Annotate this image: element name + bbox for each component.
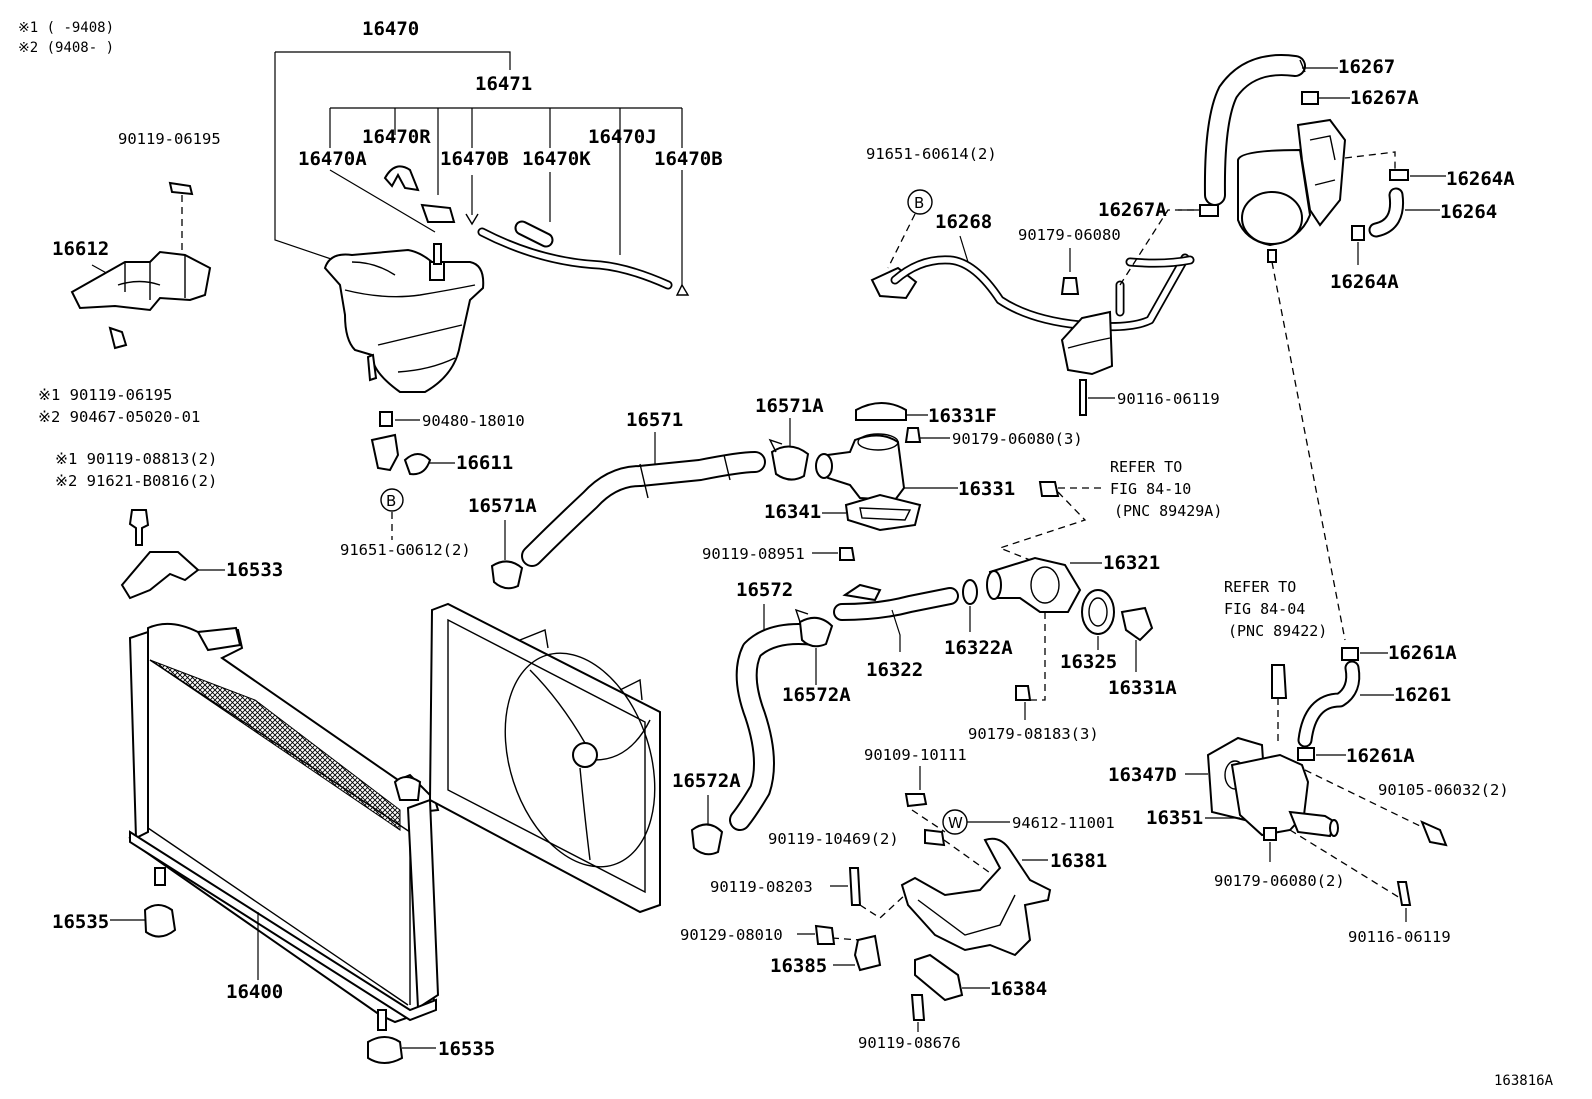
label-16470A[interactable]: 16470A — [298, 148, 367, 170]
label-16381[interactable]: 16381 — [1050, 850, 1107, 872]
label-16325[interactable]: 16325 — [1060, 651, 1117, 673]
note-version-2: ※2 (9408- ) — [18, 40, 114, 56]
label-16535-1[interactable]: 16535 — [52, 911, 109, 933]
label-90179-06080-2[interactable]: 90179-06080(2) — [1214, 872, 1345, 890]
symbol-b-upper: B — [914, 194, 924, 212]
ref-fig-84-10-line2: FIG 84-10 — [1110, 480, 1191, 498]
fan-shroud — [428, 602, 661, 914]
note-version-1: ※1 ( -9408) — [18, 20, 114, 36]
label-16264A-1[interactable]: 16264A — [1446, 168, 1515, 190]
label-90109-10111[interactable]: 90109-10111 — [864, 746, 967, 764]
label-16267A-1[interactable]: 16267A — [1350, 87, 1419, 109]
label-16400[interactable]: 16400 — [226, 981, 283, 1003]
reservoir-support-group: 90480-18010 16611 B 91651-G0612(2) — [340, 411, 525, 559]
label-16470B-1[interactable]: 16470B — [440, 148, 509, 170]
label-16267A-2[interactable]: 16267A — [1098, 199, 1167, 221]
label-90467-05020-01[interactable]: ※2 90467-05020-01 — [38, 408, 200, 426]
label-16268[interactable]: 16268 — [935, 211, 992, 233]
water-inlet-group: 90119-08951 16321 16322A 16322 16325 163… — [702, 545, 1177, 743]
ref-fig-84-10-line1: REFER TO — [1110, 458, 1182, 476]
ref-fig-84-04-line1: REFER TO — [1224, 578, 1296, 596]
label-16385[interactable]: 16385 — [770, 955, 827, 977]
label-16322A[interactable]: 16322A — [944, 637, 1013, 659]
label-90179-08183[interactable]: 90179-08183(3) — [968, 725, 1099, 743]
label-91651-G0612[interactable]: 91651-G0612(2) — [340, 541, 471, 559]
bypass-pipe-group: 91651-60614(2) B 16268 90179-06080 90116… — [866, 145, 1220, 416]
support-bracket-group: 90109-10111 W 94612-11001 90119-10469(2)… — [680, 746, 1115, 1052]
label-16261A-2[interactable]: 16261A — [1346, 745, 1415, 767]
label-16347D[interactable]: 16347D — [1108, 764, 1177, 786]
label-16612[interactable]: 16612 — [52, 238, 109, 260]
label-16471[interactable]: 16471 — [475, 73, 532, 95]
label-90116-06119-a[interactable]: 90116-06119 — [1117, 390, 1220, 408]
reservoir-tank-group: 16470 16471 16470R 16470J 16470A 16470B … — [274, 18, 723, 393]
label-91651-60614[interactable]: 91651-60614(2) — [866, 145, 997, 163]
ref-fig-84-04-line2: FIG 84-04 — [1224, 600, 1305, 618]
label-16264A-2[interactable]: 16264A — [1330, 271, 1399, 293]
label-16470[interactable]: 16470 — [362, 18, 419, 40]
label-90119-08203[interactable]: 90119-08203 — [710, 878, 813, 896]
label-16267[interactable]: 16267 — [1338, 56, 1395, 78]
label-16384[interactable]: 16384 — [990, 978, 1047, 1000]
label-16533[interactable]: 16533 — [226, 559, 283, 581]
water-outlet-group: 16331F 90179-06080(3) 16331 16341 REFER … — [764, 402, 1222, 561]
water-bypass-group: REFER TO FIG 84-04 (PNC 89422) 16261A 16… — [1108, 578, 1509, 946]
label-16572[interactable]: 16572 — [736, 579, 793, 601]
label-16611[interactable]: 16611 — [456, 452, 513, 474]
label-16331F[interactable]: 16331F — [928, 405, 997, 427]
lower-radiator-hose-group: 16572 16572A 16572A — [672, 579, 851, 856]
reservoir-bracket-group: 90119-06195 16612 ※1 90119-06195 ※2 9046… — [38, 130, 283, 600]
label-90119-08813[interactable]: ※1 90119-08813(2) — [55, 450, 217, 468]
label-16331A[interactable]: 16331A — [1108, 677, 1177, 699]
label-90179-06080-3[interactable]: 90179-06080(3) — [952, 430, 1083, 448]
symbol-b-lower: B — [386, 492, 396, 510]
label-16341[interactable]: 16341 — [764, 501, 821, 523]
label-16470R[interactable]: 16470R — [362, 126, 431, 148]
label-90119-08676[interactable]: 90119-08676 — [858, 1034, 961, 1052]
label-16261[interactable]: 16261 — [1394, 684, 1451, 706]
label-16535-2[interactable]: 16535 — [438, 1038, 495, 1060]
label-90119-06195-top[interactable]: 90119-06195 — [118, 130, 221, 148]
label-16470J[interactable]: 16470J — [588, 126, 657, 148]
label-16261A-1[interactable]: 16261A — [1388, 642, 1457, 664]
label-90119-06195-n1[interactable]: ※1 90119-06195 — [38, 386, 172, 404]
symbol-w: W — [948, 814, 963, 832]
ref-fig-84-10-line3: (PNC 89429A) — [1114, 502, 1222, 520]
label-16470K[interactable]: 16470K — [522, 148, 591, 170]
label-16571[interactable]: 16571 — [626, 409, 683, 431]
label-16321[interactable]: 16321 — [1103, 552, 1160, 574]
label-16572A-1[interactable]: 16572A — [782, 684, 851, 706]
label-94612-11001[interactable]: 94612-11001 — [1012, 814, 1115, 832]
label-90179-06080-a[interactable]: 90179-06080 — [1018, 226, 1121, 244]
radiator-group: 16400 16535 16535 — [52, 622, 495, 1064]
label-90480-18010[interactable]: 90480-18010 — [422, 412, 525, 430]
label-90129-08010[interactable]: 90129-08010 — [680, 926, 783, 944]
label-16571A-2[interactable]: 16571A — [468, 495, 537, 517]
ref-fig-84-04-line3: (PNC 89422) — [1228, 622, 1327, 640]
label-16572A-2[interactable]: 16572A — [672, 770, 741, 792]
label-16331[interactable]: 16331 — [958, 478, 1015, 500]
figure-id: 163816A — [1494, 1073, 1554, 1089]
label-16470B-2[interactable]: 16470B — [654, 148, 723, 170]
label-16571A-1[interactable]: 16571A — [755, 395, 824, 417]
upper-radiator-hose-group: 16571 16571A 16571A — [468, 395, 824, 590]
label-16322[interactable]: 16322 — [866, 659, 923, 681]
label-90105-06032[interactable]: 90105-06032(2) — [1378, 781, 1509, 799]
label-90119-08951[interactable]: 90119-08951 — [702, 545, 805, 563]
label-16351[interactable]: 16351 — [1146, 807, 1203, 829]
heater-hose-group: 16267 16267A 16267A 16264A 16264 16264A — [1098, 54, 1515, 641]
label-16264[interactable]: 16264 — [1440, 201, 1497, 223]
label-91621-B0816[interactable]: ※2 91621-B0816(2) — [55, 472, 217, 490]
label-90116-06119-b[interactable]: 90116-06119 — [1348, 928, 1451, 946]
label-90119-10469[interactable]: 90119-10469(2) — [768, 830, 899, 848]
